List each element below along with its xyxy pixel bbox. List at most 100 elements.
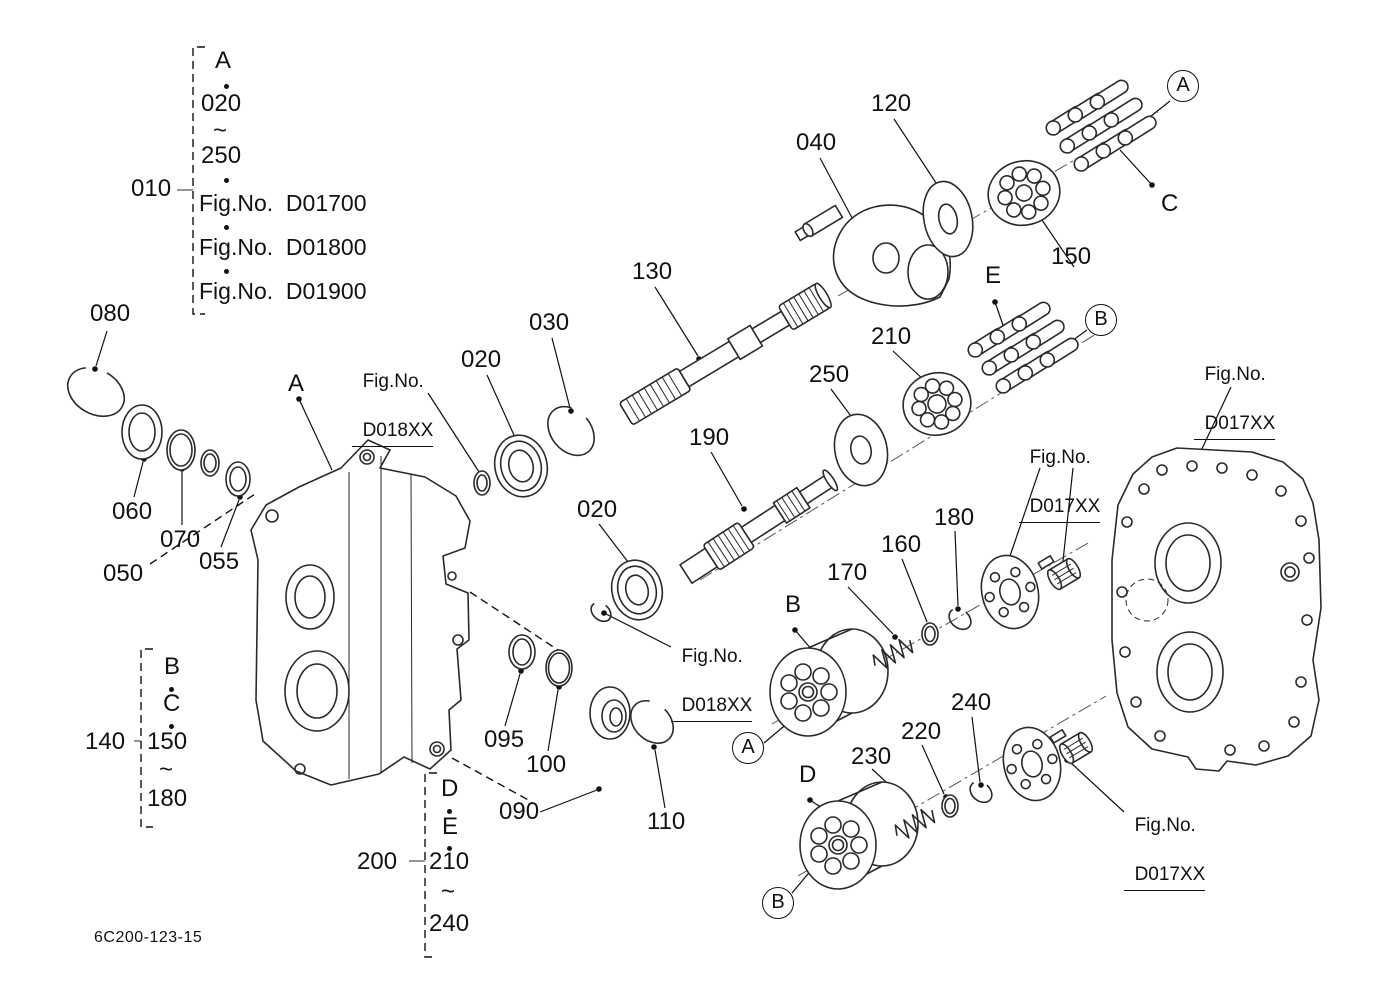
fig-ref-line2: D018XX [681,695,753,717]
group-200-tilde: ~ [441,878,456,905]
callout-250: 250 [809,361,850,388]
spring-170 [872,638,914,669]
pin-mid [1037,554,1055,570]
shoe-plate-250 [833,413,889,487]
list-dot [169,724,174,729]
fig-ref-line1: Fig.No. [1134,814,1196,836]
swash-plate-040 [794,204,952,307]
fig-ref-d017-mid: Fig.No. D017XX [1019,421,1101,523]
snap-ring-d018 [590,601,612,623]
callout-210: 210 [871,323,912,350]
group-010-fig-d01700: Fig.No. D01700 [199,190,367,216]
callout-160: 160 [881,531,922,558]
fig-ref-d017-bottom: Fig.No. D017XX [1124,789,1206,891]
callout-240: 240 [951,689,992,716]
list-dot [169,687,174,692]
pump-housing [250,439,471,786]
fig-ref-line2: D017XX [1204,413,1276,435]
callout-095: 095 [484,726,525,753]
bracket-140 [134,648,153,828]
cylinder-block-b [799,781,919,890]
spacer-washer [473,470,491,496]
callout-090: 090 [499,798,540,825]
callout-030: 030 [529,309,570,336]
retainer-plate-210 [902,372,972,436]
callout-170: 170 [827,559,868,586]
group-200-item-d: D [441,775,459,802]
group-140-item-b: B [164,653,181,680]
snap-ring-240 [969,780,993,804]
ref-a-housing: A [288,370,305,397]
callout-190: 190 [689,424,730,451]
fig-ref-d017-top: Fig.No. D017XX [1194,338,1276,440]
callout-220: 220 [901,718,942,745]
valve-plate-mid [980,554,1040,630]
ball-bearing-upper [493,434,549,498]
callout-050: 050 [103,560,144,587]
pin-lower [1049,728,1067,744]
group-140-tilde: ~ [159,756,174,783]
list-dot [447,809,452,814]
group-140-item-180: 180 [147,785,188,812]
fig-ref-line1: Fig.No. [1029,446,1091,468]
callout-060: 060 [112,498,153,525]
drawing-number: 6C200-123-15 [94,929,203,946]
callout-230: 230 [851,743,892,770]
group-200-item-240: 240 [429,910,470,937]
needle-bushing-lower [1058,731,1094,765]
washer-055 [200,449,220,477]
fig-ref-line1: Fig.No. [681,645,743,667]
piston-cup-090 [589,686,631,740]
piston-set-mid [967,301,1079,394]
callout-120: 120 [871,90,912,117]
group-010-label: 010 [131,175,172,202]
piston-set-top [1045,79,1157,172]
bushing-095 [508,634,536,670]
fig-ref-d018-lower: Fig.No. D018XX [671,620,753,722]
fig-ref-d018-upper: Fig.No. D018XX [352,345,434,447]
group-010-item-a: A [215,47,232,74]
retainer-plate-150 [987,159,1061,227]
oil-seal-060 [121,404,163,460]
group-140-item-150: 150 [147,728,188,755]
list-dot [224,84,229,89]
callout-040: 040 [796,129,837,156]
list-dot [447,846,452,851]
list-dot [224,178,229,183]
driven-shaft-190 [679,469,839,585]
ref-b-circled-top: B [1085,304,1117,336]
drive-shaft-130 [619,282,832,425]
needle-bushing-mid [1046,557,1082,591]
callout-100: 100 [526,751,567,778]
group-010-item-250: 250 [201,142,242,169]
callout-020-upper: 020 [461,346,502,373]
ref-d: D [799,761,817,788]
group-200-label: 200 [357,848,398,875]
callout-055: 055 [199,548,240,575]
ref-b-block-a: B [785,591,802,618]
fig-ref-line1: Fig.No. [362,370,424,392]
snap-ring-080 [66,366,126,418]
ref-b-circled-bottom: B [762,887,794,919]
o-ring-070 [166,429,196,471]
group-200-item-e: E [442,813,459,840]
callout-180: 180 [934,504,975,531]
callout-070: 070 [160,526,201,553]
snap-ring-030 [547,405,595,457]
callout-110: 110 [647,808,686,835]
group-010-fig-d01900: Fig.No. D01900 [199,278,367,304]
assembly-dashes [149,491,559,803]
group-140-item-c: C [163,690,181,717]
ball-bearing-lower [610,559,664,621]
washer-220 [941,794,959,818]
snap-ring-110 [629,699,675,745]
ref-a-circled-top: A [1167,70,1199,102]
cylinder-block-a [769,628,889,737]
callout-150: 150 [1051,243,1092,270]
valve-plate-lower [1002,726,1062,802]
bracket-200 [409,772,437,958]
bracket-010 [177,46,205,315]
spring-230 [894,808,936,839]
ref-a-circled-mid: A [732,732,764,764]
